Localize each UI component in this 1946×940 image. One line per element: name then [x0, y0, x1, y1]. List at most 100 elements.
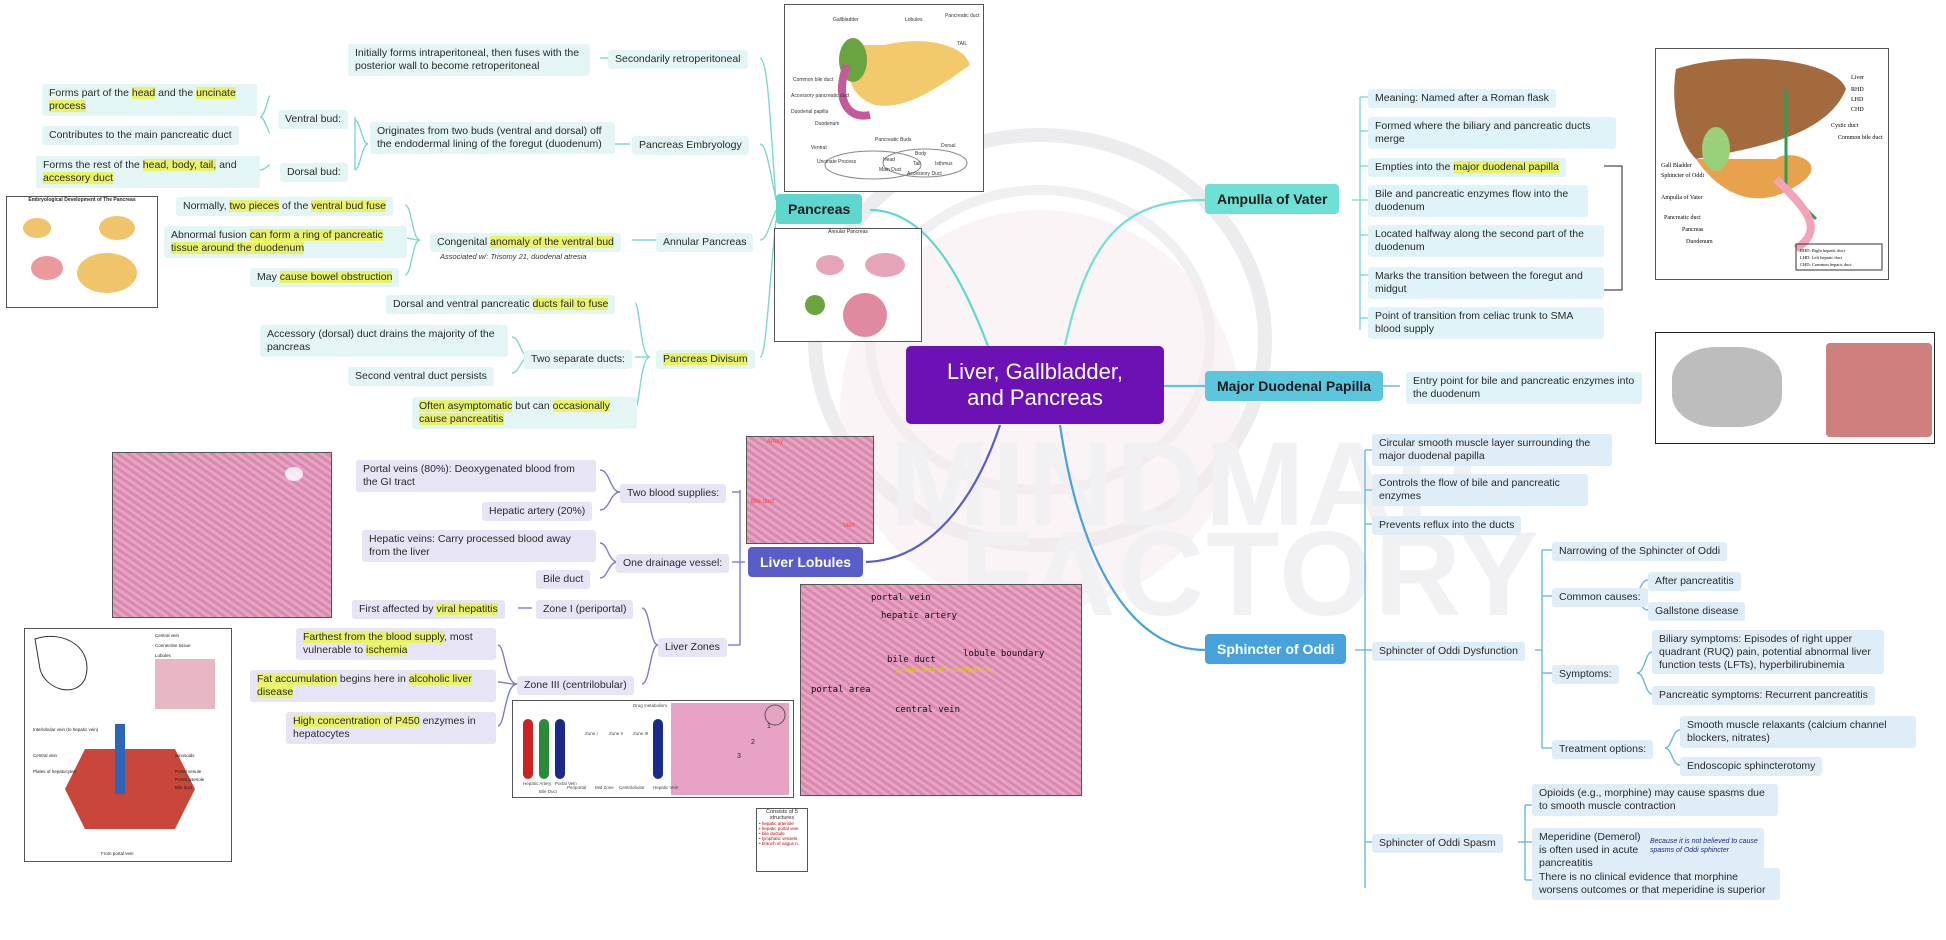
figure-label: Sinusoids	[175, 753, 195, 758]
triad-note-item: • bile ductule	[759, 831, 785, 836]
figure-label: Connective tissue	[155, 643, 191, 648]
ampulla-item: Formed where the biliary and pancreatic …	[1368, 117, 1616, 149]
figure-label: From portal vein	[101, 851, 134, 856]
figure-label: Ventral	[811, 145, 827, 151]
oddi-circular: Circular smooth muscle layer surrounding…	[1372, 434, 1612, 466]
figure-label: Isthmus	[935, 161, 953, 167]
treatment-options[interactable]: Treatment options:	[1552, 740, 1654, 759]
secondarily-retro-detail: Initially forms intraperitoneal, then fu…	[348, 44, 590, 76]
liver-figure-label: LHD	[1851, 97, 1864, 103]
figure-label: Portal arteriole	[175, 777, 205, 782]
oddi-dysfunction[interactable]: Sphincter of Oddi Dysfunction	[1372, 642, 1525, 661]
figure-label: Head	[883, 157, 895, 163]
main-duct-item: Contributes to the main pancreatic duct	[42, 126, 239, 145]
pancreas-embryology[interactable]: Pancreas Embryology	[632, 136, 749, 155]
two-separate-ducts[interactable]: Two separate ducts:	[524, 350, 632, 369]
zone-3-fat: Fat accumulation begins here in alcoholi…	[250, 670, 496, 702]
zone-number: 1	[767, 723, 771, 730]
duodenum-illustration	[1672, 347, 1782, 427]
lobule-histology-image: portal vein hepatic artery bile duct lobule…	[800, 584, 1082, 796]
ampulla-of-vater-topic[interactable]: Ampulla of Vater	[1205, 184, 1340, 214]
liver-figure-label: Pancreas	[1682, 227, 1704, 233]
embryology-detail: Originates from two buds (ventral and do…	[370, 122, 615, 154]
liver-figure-label: CHD	[1851, 107, 1864, 113]
congenital-anomaly: Congenital anomaly of the ventral bud	[430, 233, 621, 252]
common-causes[interactable]: Common causes:	[1552, 588, 1648, 607]
oddi-symptoms[interactable]: Symptoms:	[1552, 665, 1619, 684]
figure-label: Hepatic Artery	[523, 781, 552, 786]
figure-label: Artery	[767, 439, 784, 445]
papilla-detail: Entry point for bile and pancreatic enzy…	[1406, 372, 1642, 404]
liver-figure-label: RHD	[1851, 87, 1864, 93]
figure-label: Periportal	[567, 785, 587, 790]
liver-figure-label: Ampulla of Vater	[1661, 194, 1703, 201]
pancreas-topic[interactable]: Pancreas	[776, 194, 863, 224]
dorsal-bud-item: Forms the rest of the head, body, tail, …	[36, 156, 260, 188]
abnormal-fusion: Abnormal fusion can form a ring of pancr…	[164, 226, 407, 258]
sphincter-of-oddi-topic[interactable]: Sphincter of Oddi	[1205, 634, 1347, 664]
figure-label: bile duct	[887, 655, 936, 665]
liver-figure-label: Duodenum	[1686, 239, 1713, 245]
meperidine: Meperidine (Demerol) is often used in ac…	[1532, 828, 1764, 873]
figure-label: Accessory pancreatic duct	[791, 93, 850, 99]
root-topic[interactable]: Liver, Gallbladder,and Pancreas	[906, 346, 1164, 424]
figure-label: Gallbladder	[833, 17, 859, 23]
zone-1[interactable]: Zone I (periportal)	[536, 600, 634, 619]
figure-label: Portal Vein	[555, 781, 577, 786]
ampulla-item: Meaning: Named after a Roman flask	[1368, 89, 1556, 108]
figure-label: Bile Duct	[539, 789, 558, 794]
ampulla-item: Point of transition from celiac trunk to…	[1368, 307, 1604, 339]
liver-key-label: RHD: Right hepatic duct	[1800, 248, 1846, 253]
bowel-obstruction: May cause bowel obstruction	[250, 268, 400, 287]
liver-key-label: LHD: Left hepatic duct	[1800, 255, 1843, 260]
figure-label: Duodenal papilla	[791, 109, 829, 115]
figure-label: Common bile duct	[793, 77, 834, 83]
ventral-bud[interactable]: Ventral bud:	[278, 110, 349, 129]
figure-label: lobule boundary	[963, 649, 1045, 659]
major-duodenal-papilla-topic[interactable]: Major Duodenal Papilla	[1205, 371, 1384, 401]
figure-label: Central vein	[33, 753, 58, 758]
liver-figure-label: Common bile duct	[1838, 135, 1883, 141]
figure-label: Zone II	[609, 731, 624, 736]
no-clinical-evidence: There is no clinical evidence that morph…	[1532, 868, 1780, 900]
figure-label: Mid Zone	[595, 785, 614, 790]
liver-figure-label: Pancreatic duct	[1664, 215, 1701, 221]
oddi-narrowing: Narrowing of the Sphincter of Oddi	[1552, 542, 1728, 561]
figure-label: central vein	[895, 705, 961, 715]
figure-label: Drug metabolism	[633, 703, 668, 708]
oddi-spasm[interactable]: Sphincter of Oddi Spasm	[1372, 834, 1503, 853]
portal-triad-note: Consists of 5 structures • hepatic arter…	[756, 808, 808, 872]
endoscopic-sphincterotomy: Endoscopic sphincterotomy	[1680, 757, 1823, 776]
two-blood-supplies[interactable]: Two blood supplies:	[620, 484, 727, 503]
liver-lobules-topic[interactable]: Liver Lobules	[748, 547, 864, 577]
figure-label: portal vein	[871, 593, 931, 603]
figure-label: Tail	[913, 161, 921, 167]
secondarily-retroperitoneal[interactable]: Secondarily retroperitoneal	[608, 50, 748, 69]
liver-histology-image	[112, 452, 332, 618]
figure-label: Hepatic Vein	[653, 785, 679, 790]
figure-label: Portal venule	[175, 769, 202, 774]
portal-veins: Portal veins (80%): Deoxygenated blood f…	[356, 460, 596, 492]
accessory-duct-drains: Accessory (dorsal) duct drains the major…	[260, 325, 508, 357]
figure-label: Plates of hepatocytes	[33, 769, 77, 774]
ducts-fail-to-fuse: Dorsal and ventral pancreatic ducts fail…	[386, 295, 616, 314]
annular-pancreas[interactable]: Annular Pancreas	[656, 233, 754, 252]
second-ventral-duct: Second ventral duct persists	[348, 367, 494, 386]
zone-number: 2	[751, 739, 755, 746]
figure-label: hepatic artery	[881, 611, 957, 621]
figure-label: Main Duct	[879, 167, 902, 173]
annular-pancreas-figure: Annular Pancreas	[774, 228, 922, 342]
ampulla-item: Bile and pancreatic enzymes flow into th…	[1368, 185, 1588, 217]
figure-label: Interlobular vein (to hepatic vein)	[33, 727, 99, 732]
figure-label: Pancreatic Buds	[875, 137, 912, 143]
zone-3[interactable]: Zone III (centrilobular)	[517, 676, 634, 695]
dorsal-bud[interactable]: Dorsal bud:	[280, 163, 348, 182]
liver-zones[interactable]: Liver Zones	[658, 638, 727, 657]
figure-label: Zone III	[633, 731, 649, 736]
one-drainage-vessel[interactable]: One drainage vessel:	[616, 554, 730, 573]
root-title-line1: Liver, Gallbladder,	[946, 358, 1124, 384]
pancreas-divisum[interactable]: Pancreas Divisum	[656, 350, 755, 369]
